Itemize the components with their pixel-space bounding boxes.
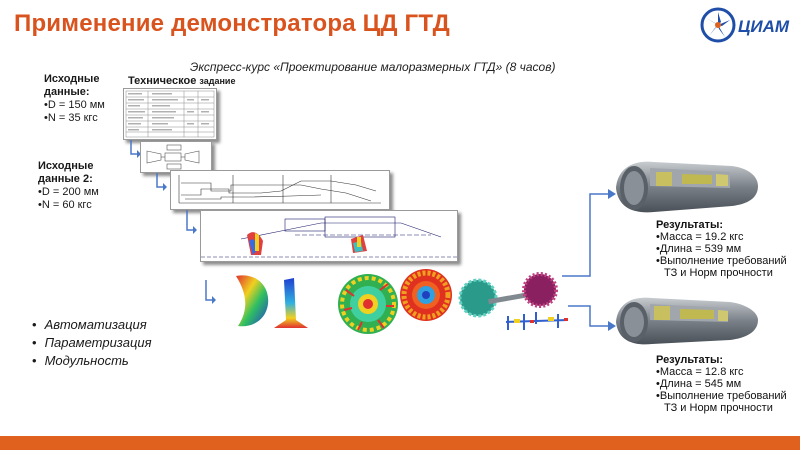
results-1-line: •Выполнение требований [656,255,787,267]
input-data-1-line: •N = 35 кгс [44,112,98,124]
flow-arrow-icon [130,140,141,158]
results-2-line: ТЗ и Норм прочности [664,402,773,414]
slide-title: Применение демонстратора ЦД ГТД [14,10,450,37]
rotor-assembly-render [458,272,569,330]
blade-stress-render [236,275,308,328]
flow-arrow-icon [205,280,216,304]
input-data-1-line: •D = 150 мм [44,99,105,111]
engine-render-1 [616,161,758,213]
logo-text: ЦИАМ [738,17,790,36]
parameter-plots-document [170,170,390,210]
results-1-line: ТЗ и Норм прочности [664,267,773,279]
input-data-2-title: Исходные данные 2: [38,160,94,185]
feature-item: Модульность [32,352,152,370]
ciam-logo: ЦИАМ [698,4,790,46]
course-subtitle: Экспресс-курс «Проектирование малоразмер… [190,60,556,74]
input-data-1-title: Исходные данные: [44,73,100,98]
input-data-1: Исходные данные: •D = 150 мм •N = 35 кгс [44,73,114,125]
flow-arrow-icon [186,210,197,234]
engine-section-document [200,210,458,262]
results-2-line: •Выполнение требований [656,390,787,402]
engine-render-2 [616,297,758,345]
results-1-line: •Длина = 539 мм [656,243,742,255]
bottom-accent-bar [0,436,800,450]
results-2-line: •Масса = 12.8 кгс [656,366,744,378]
input-data-2-line: •D = 200 мм [38,186,99,198]
results-2-line: •Длина = 545 мм [656,378,742,390]
results-1-title: Результаты: [656,219,724,231]
spec-title-small: задание [199,76,236,86]
spec-document [123,88,217,140]
spec-title: Техническое задание [128,75,235,87]
features-list: Автоматизация Параметризация Модульность [32,316,152,370]
results-1: Результаты: •Масса = 19.2 кгс •Длина = 5… [656,219,787,279]
feature-item: Параметризация [32,334,152,352]
cycle-scheme-document [140,141,212,173]
branch-arrows-icon [562,189,616,331]
input-data-2: Исходные данные 2: •D = 200 мм •N = 60 к… [38,160,104,212]
disk-stress-render [400,269,452,321]
feature-item: Автоматизация [32,316,152,334]
impeller-stress-render [338,274,398,334]
input-data-2-line: •N = 60 кгс [38,199,92,211]
results-1-line: •Масса = 19.2 кгс [656,231,744,243]
flow-arrow-icon [156,173,167,191]
results-2-title: Результаты: [656,354,724,366]
spec-title-main: Техническое [128,75,197,87]
results-2: Результаты: •Масса = 12.8 кгс •Длина = 5… [656,354,787,414]
